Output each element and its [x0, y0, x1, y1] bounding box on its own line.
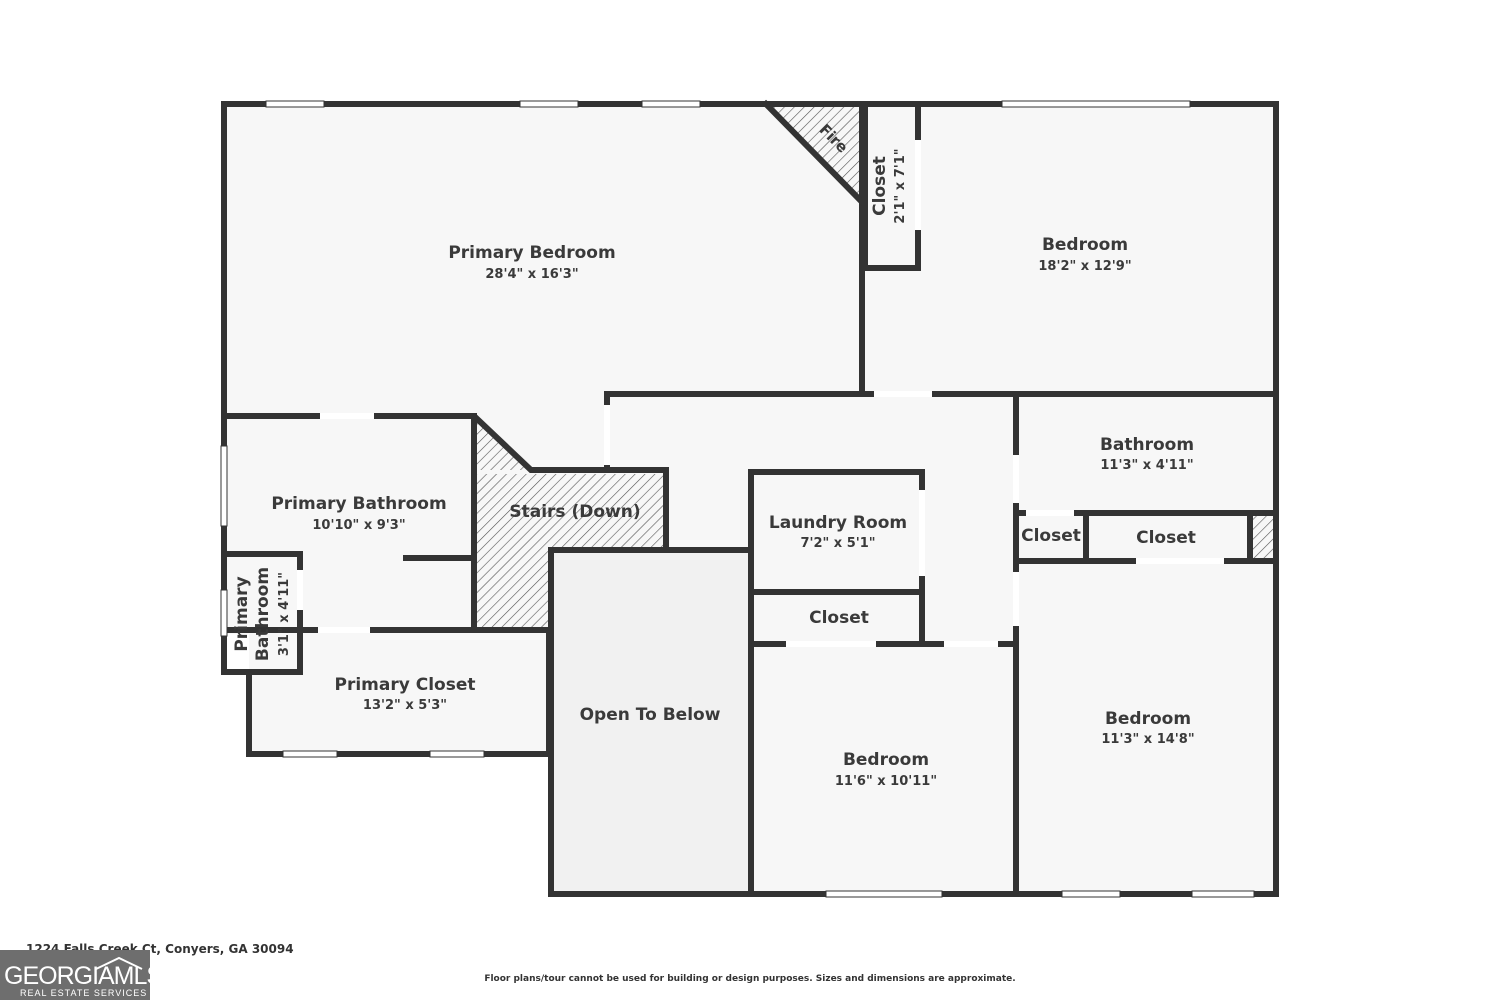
laundry-room-label: Laundry Room	[769, 513, 907, 533]
primary-bathroom-label: Primary Bathroom	[271, 494, 446, 514]
bedroom-center-dim: 11'6" x 10'11"	[835, 774, 937, 789]
primary-bathroom-small-label-1: Primary	[232, 576, 252, 651]
bathroom-label: Bathroom	[1100, 435, 1194, 455]
closet-small-label: Closet	[1021, 526, 1081, 546]
bathroom-dim: 11'3" x 4'11"	[1100, 458, 1193, 473]
open-to-below-area	[551, 553, 751, 894]
logo-sub-text: REAL ESTATE SERVICES	[20, 988, 148, 998]
walls	[221, 99, 1279, 897]
stairs-label: Stairs (Down)	[509, 502, 640, 522]
closet-vertical-dim: 2'1" x 7'1"	[893, 148, 908, 223]
stairs-hatch	[476, 474, 666, 630]
disclaimer-text: Floor plans/tour cannot be used for buil…	[484, 974, 1016, 984]
bedroom-center-label: Bedroom	[843, 750, 929, 770]
primary-closet-label: Primary Closet	[335, 675, 476, 695]
primary-bedroom-label: Primary Bedroom	[448, 243, 615, 263]
laundry-room-dim: 7'2" x 5'1"	[800, 536, 875, 551]
primary-closet-dim: 13'2" x 5'3"	[363, 698, 447, 713]
primary-bathroom-small-label-2: Bathroom	[253, 567, 273, 661]
bedroom-ne-label: Bedroom	[1042, 235, 1128, 255]
primary-bedroom-dim: 28'4" x 16'3"	[485, 267, 578, 282]
logo-main-text: GEORGIAMLS	[4, 962, 150, 990]
bedroom-se-dim: 11'3" x 14'8"	[1101, 732, 1194, 747]
primary-bathroom-dim: 10'10" x 9'3"	[312, 518, 405, 533]
bedroom-ne-dim: 18'2" x 12'9"	[1038, 259, 1131, 274]
closet-laundry-label: Closet	[809, 608, 869, 628]
floor-fills	[224, 104, 1276, 894]
closet-vertical-label: Closet	[870, 156, 890, 216]
room-labels: Primary Bedroom 28'4" x 16'3" Fire Close…	[232, 120, 1196, 789]
closet-mid-label: Closet	[1136, 528, 1196, 548]
primary-bathroom-small-dim: 3'1" x 4'11"	[277, 572, 292, 656]
small-hatch	[1252, 515, 1274, 561]
open-to-below-label: Open To Below	[580, 705, 721, 725]
windows	[220, 100, 1255, 898]
house-roof-icon	[95, 956, 143, 970]
georgiamls-logo: GEORGIAMLS REAL ESTATE SERVICES	[0, 950, 150, 1000]
bedroom-se-label: Bedroom	[1105, 709, 1191, 729]
